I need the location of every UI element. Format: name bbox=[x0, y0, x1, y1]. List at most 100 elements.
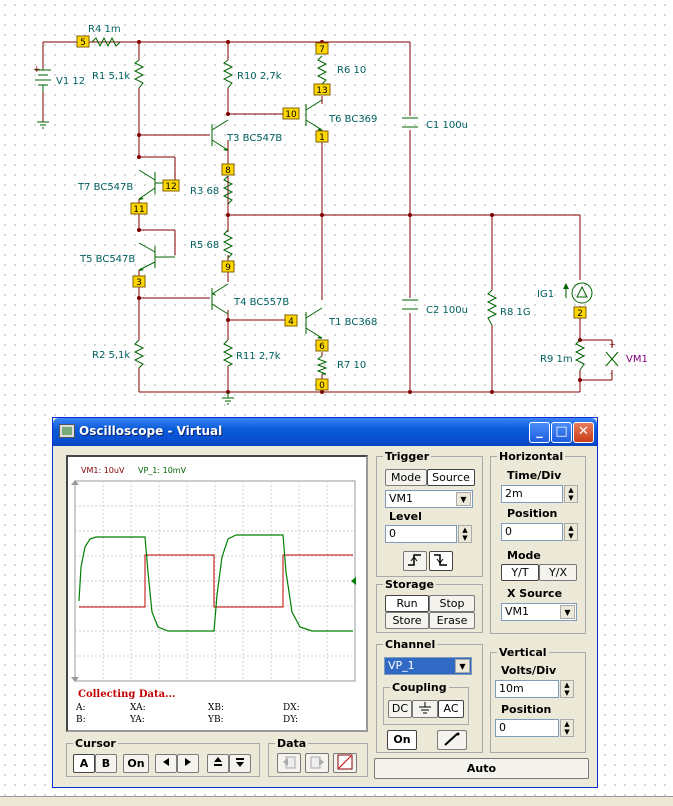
node-10[interactable]: 10 bbox=[282, 107, 300, 120]
svg-text:2: 2 bbox=[577, 309, 583, 319]
close-button[interactable]: ✕ bbox=[573, 422, 594, 443]
cursor-right-button[interactable] bbox=[177, 754, 199, 773]
export-button[interactable] bbox=[305, 753, 329, 773]
node-5[interactable]: 5 bbox=[76, 35, 90, 48]
trigger-source-select[interactable]: VM1 ▼ bbox=[385, 490, 473, 508]
voltsdiv-input[interactable]: 10m bbox=[495, 680, 559, 698]
yx-mode-button[interactable]: Y/X bbox=[539, 564, 577, 581]
maximize-button[interactable]: □ bbox=[551, 422, 572, 443]
label-t5: T5 BC547B bbox=[79, 254, 135, 265]
h-mode-label: Mode bbox=[507, 549, 541, 562]
import-icon bbox=[283, 756, 296, 769]
cursor-left-button[interactable] bbox=[155, 754, 177, 773]
yt-mode-button[interactable]: Y/T bbox=[501, 564, 539, 581]
cursor-a-button[interactable]: A bbox=[73, 754, 95, 773]
import-button[interactable] bbox=[277, 753, 301, 773]
v-position-spinner[interactable]: ▲▼ bbox=[560, 719, 574, 737]
probe-icon bbox=[444, 732, 460, 746]
chevron-down-icon[interactable]: ▼ bbox=[560, 605, 575, 619]
graph-button[interactable] bbox=[333, 753, 357, 773]
storage-label: Storage bbox=[383, 578, 436, 591]
circuit-schematic[interactable]: V1 12 R4 1m R1 5,1k R10 2,7k R6 10 T3 BC… bbox=[0, 0, 673, 415]
trigger-level-input[interactable]: 0 bbox=[385, 525, 457, 543]
svg-text:6: 6 bbox=[319, 342, 325, 352]
svg-text:5: 5 bbox=[80, 38, 86, 48]
trigger-source-value: VM1 bbox=[389, 492, 414, 505]
node-7[interactable]: 7 bbox=[315, 42, 329, 55]
svg-text:7: 7 bbox=[319, 45, 325, 55]
chevron-down-icon[interactable]: ▼ bbox=[456, 492, 471, 506]
cursor-up-button[interactable] bbox=[207, 754, 229, 773]
readout-xa: XA: bbox=[130, 703, 146, 713]
h-position-spinner[interactable]: ▲▼ bbox=[564, 523, 578, 541]
xsource-value: VM1 bbox=[505, 605, 530, 618]
dc-coupling-button[interactable]: DC bbox=[388, 700, 412, 718]
data-label: Data bbox=[275, 737, 309, 750]
trigger-level-marker[interactable] bbox=[351, 577, 356, 585]
erase-button[interactable]: Erase bbox=[429, 612, 475, 629]
stop-button[interactable]: Stop bbox=[429, 595, 475, 612]
oscilloscope-window[interactable]: Oscilloscope - Virtual _ □ ✕ VM1: 10uV V… bbox=[52, 417, 598, 788]
node-2[interactable]: 2 bbox=[573, 306, 587, 319]
xsource-select[interactable]: VM1 ▼ bbox=[501, 603, 577, 621]
node-1[interactable]: 1 bbox=[315, 130, 329, 143]
title-bar[interactable]: Oscilloscope - Virtual _ □ ✕ bbox=[53, 418, 597, 446]
svg-text:9: 9 bbox=[225, 263, 231, 273]
node-11[interactable]: 11 bbox=[130, 202, 148, 215]
svg-text:13: 13 bbox=[316, 86, 327, 96]
status-text: Collecting Data... bbox=[78, 689, 176, 700]
node-0[interactable]: 0 bbox=[315, 378, 329, 391]
cursor-b-button[interactable]: B bbox=[95, 754, 117, 773]
label-r11: R11 2,7k bbox=[236, 351, 281, 362]
data-group: Data bbox=[268, 737, 368, 777]
node-3[interactable]: 3 bbox=[132, 275, 146, 288]
node-12[interactable]: 12 bbox=[162, 179, 180, 192]
node-9[interactable]: 9 bbox=[221, 260, 235, 273]
run-button[interactable]: Run bbox=[385, 595, 429, 612]
channel-on-button[interactable]: On bbox=[387, 730, 417, 750]
horizontal-label: Horizontal bbox=[497, 450, 566, 463]
trigger-label: Trigger bbox=[383, 450, 432, 463]
vm1-plus-sign: + bbox=[609, 340, 616, 349]
svg-text:1: 1 bbox=[319, 133, 325, 143]
cursor-down-button[interactable] bbox=[229, 754, 251, 773]
label-r4: R4 1m bbox=[88, 24, 121, 35]
auto-button[interactable]: Auto bbox=[374, 758, 589, 779]
falling-edge-button[interactable] bbox=[429, 551, 453, 571]
trigger-level-spinner[interactable]: ▲▼ bbox=[458, 525, 472, 543]
v-position-input[interactable]: 0 bbox=[495, 719, 559, 737]
node-6[interactable]: 6 bbox=[315, 339, 329, 352]
rising-edge-button[interactable] bbox=[403, 551, 427, 571]
voltsdiv-spinner[interactable]: ▲▼ bbox=[560, 680, 574, 698]
node-13[interactable]: 13 bbox=[313, 83, 331, 96]
ac-coupling-button[interactable]: AC bbox=[438, 700, 464, 718]
label-ig1: IG1 bbox=[537, 289, 554, 300]
readout-dy: DY: bbox=[283, 715, 299, 725]
export-icon bbox=[310, 756, 324, 769]
arrow-left-icon bbox=[163, 758, 169, 766]
v1-plus-sign: + bbox=[33, 65, 41, 75]
probe-button[interactable] bbox=[437, 730, 467, 750]
cursor-label: Cursor bbox=[73, 737, 118, 750]
trigger-mode-button[interactable]: Mode bbox=[385, 469, 427, 486]
node-4[interactable]: 4 bbox=[284, 314, 298, 327]
h-position-input[interactable]: 0 bbox=[501, 523, 563, 541]
timediv-input[interactable]: 2m bbox=[501, 485, 563, 503]
chevron-down-icon[interactable]: ▼ bbox=[455, 659, 470, 673]
arrow-up-icon bbox=[214, 757, 222, 766]
legend-vm1: VM1: 10uV bbox=[81, 466, 125, 475]
rising-edge-icon bbox=[408, 554, 421, 566]
cursor-on-button[interactable]: On bbox=[123, 754, 149, 773]
trigger-source-button[interactable]: Source bbox=[427, 469, 475, 486]
waveform-display[interactable] bbox=[68, 477, 366, 687]
ground-coupling-button[interactable] bbox=[412, 700, 438, 718]
channel-select[interactable]: VP_1 ▼ bbox=[384, 657, 472, 675]
label-r6: R6 10 bbox=[337, 65, 366, 76]
timediv-spinner[interactable]: ▲▼ bbox=[564, 485, 578, 503]
store-button[interactable]: Store bbox=[385, 612, 429, 629]
readout-xb: XB: bbox=[208, 703, 225, 713]
node-8[interactable]: 8 bbox=[221, 163, 235, 176]
label-c1: C1 100u bbox=[426, 120, 468, 131]
oscilloscope-screen[interactable]: VM1: 10uV VP_1: 10mV Collecting bbox=[66, 455, 368, 732]
minimize-button[interactable]: _ bbox=[529, 422, 550, 443]
